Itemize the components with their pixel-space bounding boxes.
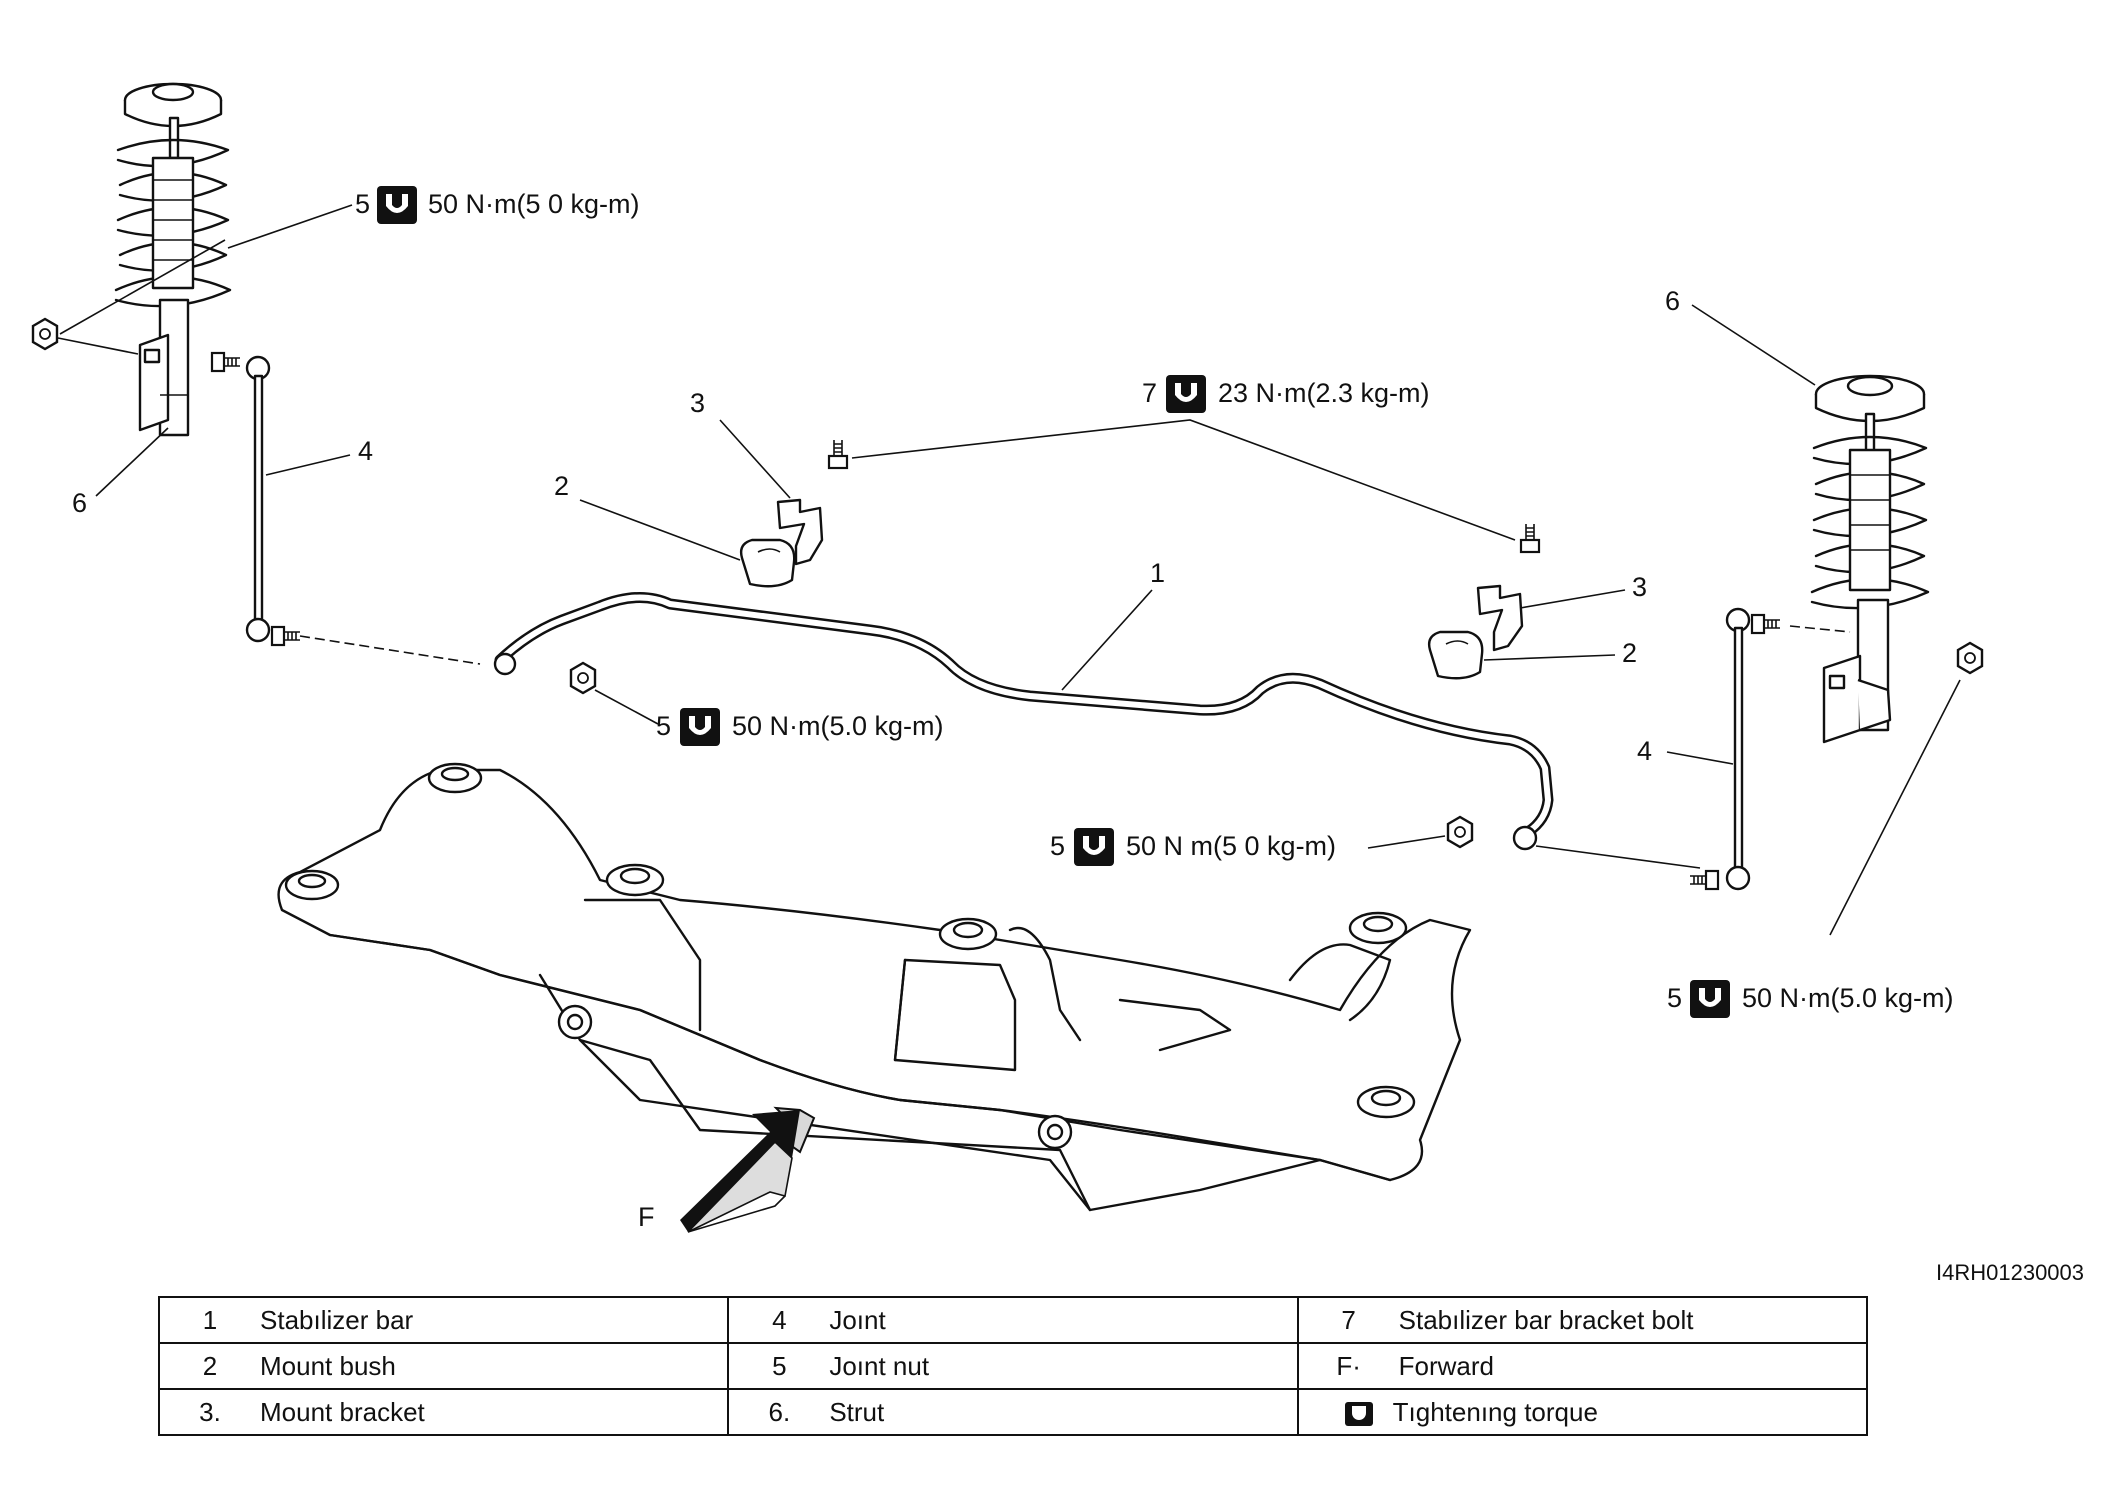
legend-text: Joınt nut [829,1350,930,1381]
legend-row: 3. Mount bracket 6. Strut Tıghtenıng torqu… [157,1388,1869,1436]
torque-spec-top-left: 50 N·m(5 0 kg-m) [428,189,640,219]
stabilizer-bar [493,591,1554,851]
mount-bracket-right [1476,584,1524,652]
torque-icon [1690,980,1730,1018]
callout-5-far-right: 5 [1667,983,1682,1013]
callout-bracket-left: 3 [690,388,705,418]
callout-forward: F [638,1202,655,1232]
legend-number: 3. [199,1396,221,1427]
torque-icon [680,708,720,746]
torque-spec-far-right: 50 N·m(5.0 kg-m) [1742,983,1954,1013]
callout-joint-left: 4 [358,436,373,466]
joint-nut-lower-right [1446,815,1474,849]
legend-text: Mount bracket [260,1396,425,1427]
torque-icon [1166,375,1206,413]
bracket-bolt-left [827,438,849,470]
crossmember [277,762,1472,1212]
reference-code: I4RH01230003 [1936,1260,2084,1285]
legend-cell: 4 Joınt [727,1296,1299,1344]
callout-joint-right: 4 [1637,736,1652,766]
legend-row: 2 Mount bush 5 Joınt nut F· Forward [157,1342,1869,1390]
callout-bush-left: 2 [554,471,569,501]
callout-strut-left: 6 [72,488,87,518]
legend-cell: 7 Stabılizer bar bracket bolt [1296,1296,1869,1344]
strut-right [1810,374,1930,744]
legend-text: Joınt [829,1304,886,1335]
legend-number: 6. [768,1396,791,1427]
legend-table: 1 Stabılizer bar 4 Joınt 7 Stabılizer bar b… [157,1296,1869,1436]
torque-icon [1074,828,1114,866]
legend-cell: Tıghtenıng torque [1296,1388,1869,1436]
legend-cell: 2 Mount bush [157,1342,730,1390]
joint-nut-center [569,661,597,695]
legend-number: F· [1336,1350,1361,1381]
strut-left [114,82,232,437]
joint-left [210,351,302,647]
legend-cell: 6. Strut [727,1388,1299,1436]
callout-5-lower-right: 5 [1050,831,1065,861]
callout-5-top-left: 5 [355,189,370,219]
legend-number: 2 [202,1350,218,1381]
joint-nut-right-upper [1956,641,1984,675]
mount-bush-left [739,538,796,588]
legend-cell: 1 Stabılizer bar [157,1296,730,1344]
callout-strut-right: 6 [1665,286,1680,316]
legend-text: Tıghtenıng torque [1392,1396,1598,1427]
torque-spec-center: 50 N·m(5.0 kg-m) [732,711,944,741]
legend-number: 7 [1341,1304,1356,1335]
joint-nut-left-upper [31,317,59,351]
callout-7: 7 [1142,378,1157,408]
tightening-torque-icon [1344,1401,1373,1426]
legend-number: 1 [202,1304,218,1335]
legend-cell: 3. Mount bracket [157,1388,730,1436]
joint-right [1688,607,1782,891]
mount-bush-right [1427,630,1484,680]
legend-text: Stabılizer bar [260,1304,414,1335]
legend-cell: 5 Joınt nut [727,1342,1299,1390]
legend-text: Mount bush [260,1350,396,1381]
legend-text: Forward [1398,1350,1495,1381]
callout-5-center: 5 [656,711,671,741]
legend-row: 1 Stabılizer bar 4 Joınt 7 Stabılizer bar b… [157,1296,1869,1344]
legend-number: 5 [772,1350,787,1381]
torque-spec-bracket-bolt: 23 N·m(2.3 kg-m) [1218,378,1430,408]
callout-stabilizer-bar: 1 [1150,558,1165,588]
torque-spec-lower-right: 50 N m(5 0 kg-m) [1126,831,1336,861]
mount-bracket-left [776,498,824,566]
bracket-bolt-right [1519,522,1541,554]
legend-text: Stabılizer bar bracket bolt [1398,1304,1694,1335]
torque-icon [377,186,417,224]
callout-bracket-right: 3 [1632,572,1647,602]
legend-cell: F· Forward [1296,1342,1869,1390]
legend-text: Strut [829,1396,885,1427]
forward-arrow-icon [680,1106,816,1233]
callout-bush-right: 2 [1622,638,1637,668]
legend-number: 4 [772,1304,787,1335]
